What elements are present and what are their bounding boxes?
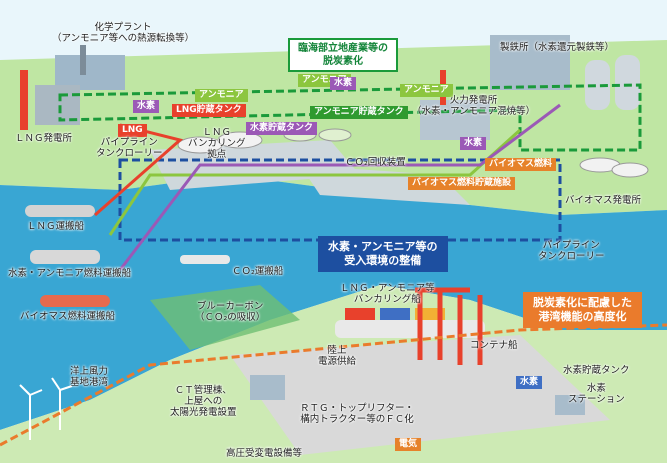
- label-container-ship: コンテナ船: [470, 340, 518, 351]
- tag-ammonia-3: アンモニア: [400, 84, 453, 97]
- tag-hydrogen-3: 水素: [460, 137, 487, 150]
- label-chemical-plant: 化学プラント （アンモニア等への熱源転換等）: [52, 22, 195, 44]
- label-thermal-power: 火力発電所 （水素・アンモニア混焼等）: [412, 95, 536, 117]
- lng-power-chimney: [20, 70, 28, 130]
- h2-station-building: [555, 395, 585, 415]
- h2-nh3-carrier-ship: [30, 250, 100, 264]
- ammonia-tank-2: [318, 128, 352, 142]
- tag-biomass-fuel: バイオマス燃料: [485, 158, 557, 171]
- biomass-tank-2: [611, 162, 649, 178]
- label-h2-nh3-carrier: 水素・アンモニア燃料運搬船: [8, 268, 132, 279]
- thermal-power-building: [420, 100, 490, 140]
- tag-hydrogen-1: 水素: [133, 100, 160, 113]
- box-coastal-decarbonization: 臨海部立地産業等の 脱炭素化: [288, 38, 398, 72]
- label-h2-station: 水素 ステーション: [568, 383, 625, 405]
- label-shore-power: 陸上 電源供給: [318, 345, 357, 367]
- label-biomass-carrier: バイオマス燃料運搬船: [20, 311, 116, 322]
- label-pipeline-lorry-left: パイプライン タンクローリー: [96, 137, 163, 159]
- biomass-carrier-ship: [40, 295, 110, 307]
- container-stack-1: [345, 308, 375, 320]
- blue-route-dash: [118, 158, 562, 242]
- label-rtg: ＲＴＧ・トップリフター・ 構内トラクター等のＦＣ化: [300, 403, 415, 425]
- tag-ammonia-1: アンモニア: [195, 89, 248, 102]
- tag-nh3-tank: アンモニア貯蔵タンク: [310, 106, 408, 119]
- label-blue-carbon: ブルーカーボン （ＣＯ₂の吸収）: [195, 301, 266, 323]
- hydrogen-flow-line: [118, 103, 561, 271]
- lng-tank-2: [217, 131, 263, 149]
- label-lng-bunkering-base: ＬＮＧ バンカリング 拠点: [188, 127, 246, 160]
- offshore-wind-turbines: [19, 377, 73, 440]
- label-h2-storage: 水素貯蔵タンク: [563, 365, 630, 376]
- chemical-plant-building: [55, 55, 125, 90]
- steelworks-silo-1: [585, 60, 610, 110]
- green-route-dash: [58, 83, 642, 152]
- tag-hydrogen-4: 水素: [516, 376, 543, 389]
- gantry-crane-1: [415, 287, 470, 360]
- label-steelworks: 製鉄所（水素還元製鉄等）: [500, 42, 615, 53]
- tag-lng-tank: LNG貯蔵タンク: [172, 104, 246, 117]
- steelworks-building: [490, 35, 570, 90]
- tag-biomass-storage: バイオマス燃料貯蔵施設: [408, 177, 516, 190]
- label-ct-building: ＣＴ管理棟、 上屋への 太陽光発電設置: [170, 385, 237, 418]
- container-ship: [335, 320, 485, 338]
- label-co2-carrier: ＣＯ₂運搬船: [232, 266, 284, 277]
- label-pipeline-lorry-right: パイプライン タンクローリー: [538, 240, 605, 262]
- box-receiving-environment: 水素・アンモニア等の 受入環境の整備: [318, 236, 448, 272]
- co2-carrier-ship: [180, 255, 230, 264]
- label-substation: 高圧受変電設備等: [226, 448, 303, 459]
- label-biomass-power: バイオマス発電所: [565, 195, 642, 206]
- label-lng-carrier: ＬＮＧ運搬船: [27, 221, 85, 232]
- container-stack-2: [380, 308, 410, 320]
- tag-lng: LNG: [118, 124, 147, 137]
- tag-h2-tank: 水素貯蔵タンク: [246, 122, 318, 135]
- label-co2-facility: ＣＯ₂回収装置: [345, 157, 406, 168]
- chemical-plant-stack: [80, 45, 86, 75]
- blue-carbon-area: [150, 285, 300, 350]
- tag-hydrogen-2: 水素: [330, 77, 357, 90]
- tag-electricity: 電気: [395, 438, 422, 451]
- container-yard: [230, 335, 610, 455]
- lng-carrier-ship: [25, 205, 95, 217]
- label-lng-bunkering-ship: ＬＮＧ・アンモニア等 バンカリング船: [340, 283, 435, 305]
- label-lng-power: ＬＮＧ発電所: [15, 133, 73, 144]
- box-port-function: 脱炭素化に配慮した 港湾機能の高度化: [523, 292, 642, 328]
- steelworks-silo-2: [615, 55, 640, 110]
- ct-building: [250, 375, 285, 400]
- label-offshore-wind: 洋上風力 基地港湾: [70, 366, 109, 388]
- gantry-crane-2: [457, 295, 483, 365]
